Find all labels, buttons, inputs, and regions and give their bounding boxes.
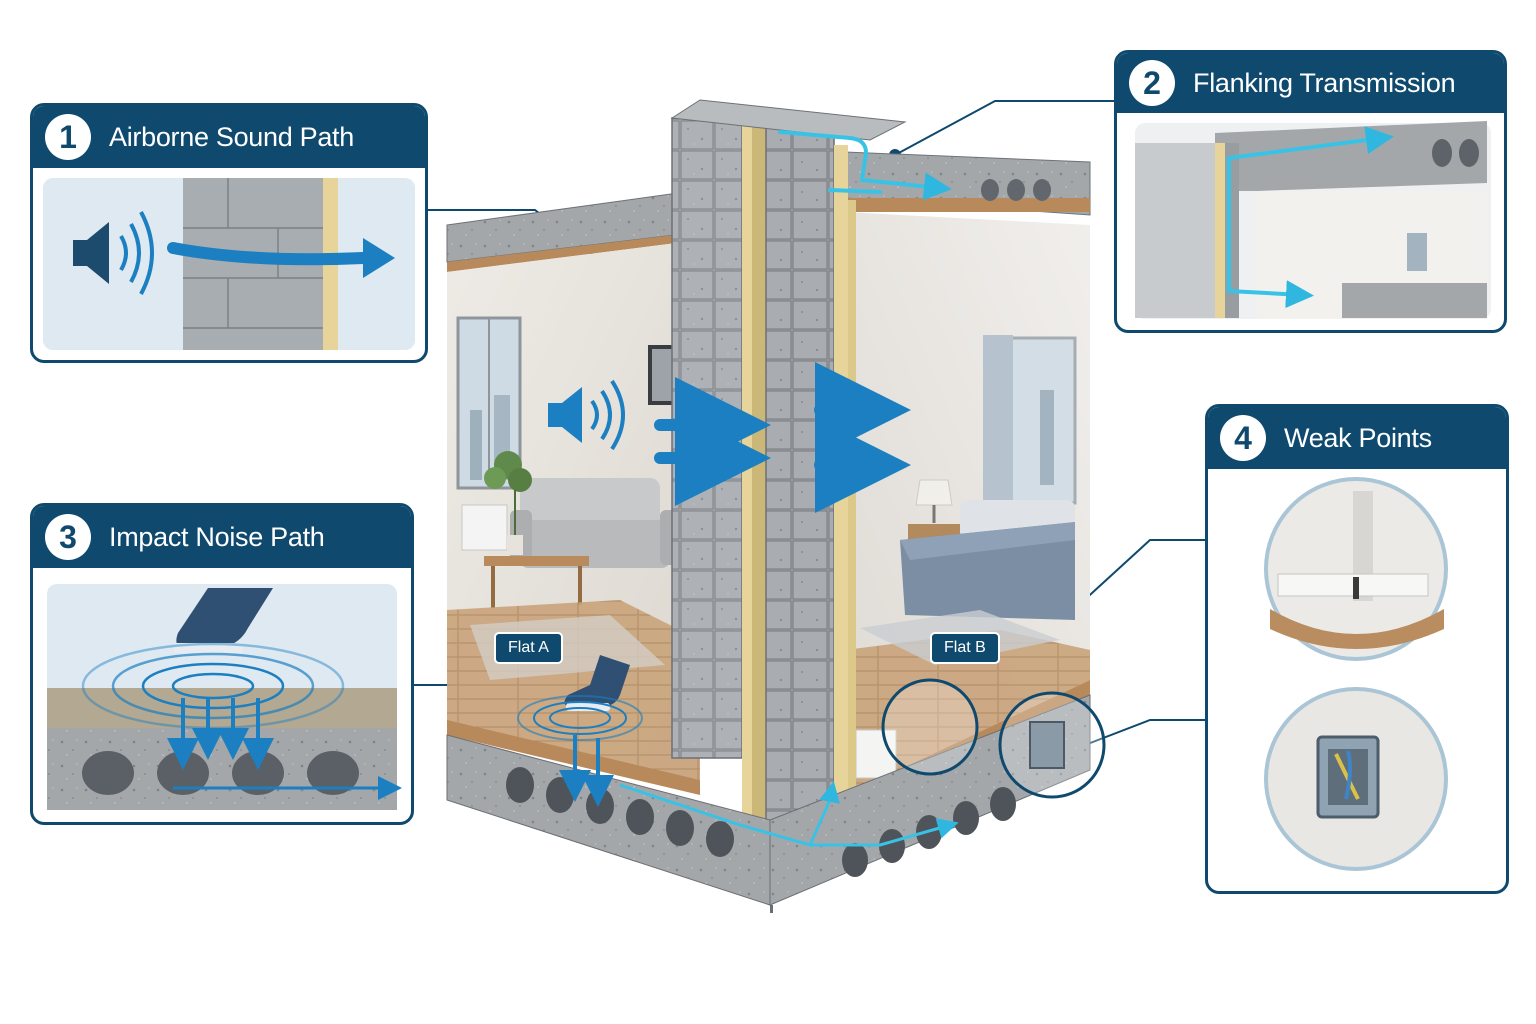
sound-arrow-icon	[167, 242, 369, 266]
weak-points-callout: 4 Weak Points	[1205, 404, 1509, 894]
flat-b-label: Flat B	[930, 632, 1000, 664]
callout-number-badge: 2	[1129, 60, 1175, 106]
flanking-callout-header: 2 Flanking Transmission	[1117, 53, 1504, 113]
callout-number-badge: 1	[45, 114, 91, 160]
ceiling-slab	[446, 151, 1091, 272]
speaker-icon	[548, 379, 625, 451]
callout-number-badge: 3	[45, 514, 91, 560]
callout-title: Weak Points	[1284, 422, 1432, 453]
airborne-sound-callout: 1 Airborne Sound Path	[30, 103, 428, 363]
airborne-callout-header: 1 Airborne Sound Path	[33, 106, 425, 168]
callout-title: Impact Noise Path	[109, 521, 325, 552]
footstep-icon	[173, 588, 273, 653]
callout-title: Airborne Sound Path	[109, 121, 354, 152]
airborne-illustration	[33, 168, 425, 360]
airborne-path-arrows	[654, 362, 911, 513]
weak-points-illustration	[1208, 469, 1506, 891]
impact-illustration	[33, 568, 411, 822]
weak-callout-header: 4 Weak Points	[1208, 407, 1506, 469]
flat-b-room	[845, 212, 1090, 795]
impact-ripples	[517, 695, 643, 741]
floor-flanking-arrows	[619, 781, 959, 847]
flanking-path-arrows	[778, 130, 952, 201]
callout-title: Flanking Transmission	[1193, 67, 1456, 98]
impact-callout-header: 3 Impact Noise Path	[33, 506, 411, 568]
socket-gap-detail	[1264, 687, 1448, 871]
skirting-gap-detail	[1264, 477, 1448, 661]
impact-path-arrows	[559, 735, 614, 807]
speaker-icon	[73, 211, 154, 295]
callout-number-badge: 4	[1220, 415, 1266, 461]
flat-a-label: Flat A	[494, 632, 563, 664]
socket-box-icon	[1029, 721, 1065, 769]
impact-noise-callout: 3 Impact Noise Path	[30, 503, 414, 825]
flanking-illustration	[1117, 113, 1504, 330]
flanking-transmission-callout: 2 Flanking Transmission	[1114, 50, 1507, 333]
